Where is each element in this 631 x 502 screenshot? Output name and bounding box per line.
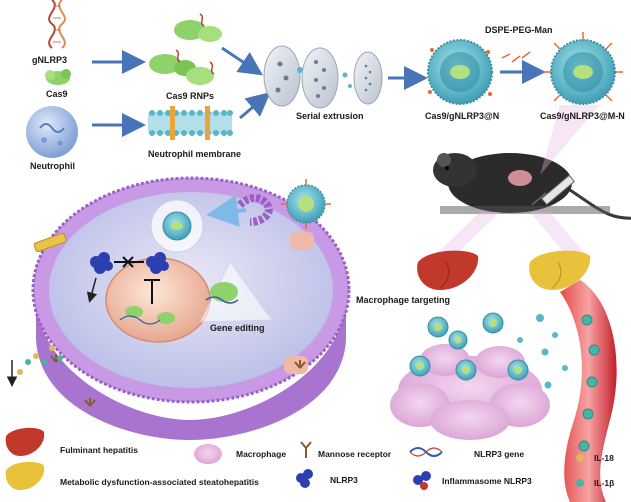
extrusion-discs-icon: [263, 45, 383, 109]
arrow-rnps-to-extrusion: [221, 46, 263, 76]
arrow-secretion: [86, 277, 98, 303]
liver-yellow-icon: [529, 250, 591, 290]
secreted-cytokines: [17, 345, 63, 375]
nanoparticle-mn-icon: [543, 32, 623, 105]
blood-vessel-icon: [560, 280, 617, 502]
nlrp3-cluster-left: [90, 252, 113, 274]
legend-liver-yellow-icon: [5, 461, 45, 490]
label-dspe-peg-man: DSPE-PEG-Man: [485, 25, 553, 35]
label-cas9-rnps: Cas9 RNPs: [166, 91, 215, 101]
legend-inflammasome-nlrp3: Inflammasome NLRP3: [442, 476, 532, 486]
cas9-protein-icon: [45, 69, 71, 85]
nlrp3-cluster-right: [146, 252, 169, 274]
legend-masld: Metabolic dysfunction-associated steatoh…: [60, 477, 259, 487]
legend-il1b-icon: [576, 479, 584, 487]
legend-il18-icon: [576, 454, 584, 462]
legend-mannose-receptor: Mannose receptor: [318, 449, 392, 459]
injection-beam: [540, 105, 600, 175]
label-cas9: Cas9: [46, 89, 68, 99]
peg-man-ligands-icon: [501, 51, 531, 63]
endocytosis-membrane: [237, 194, 273, 226]
legend-macrophage: Macrophage: [236, 449, 287, 459]
label-np-mn: Cas9/gNLRP3@M-N: [540, 111, 625, 121]
beam-left: [430, 212, 500, 260]
label-neutrophil: Neutrophil: [30, 161, 75, 171]
label-gnlrp3: gNLRP3: [32, 55, 68, 65]
arrow-membrane-to-extrusion: [239, 92, 271, 120]
legend-liver-red-icon: [5, 427, 45, 456]
nanoparticle-n-icon: [427, 39, 493, 105]
endosome-icon: [150, 199, 204, 253]
label-np-n: Cas9/gNLRP3@N: [425, 111, 500, 121]
label-neutrophil-membrane: Neutrophil membrane: [148, 149, 242, 159]
cas9-editing-icon: [205, 282, 239, 304]
dna-helix-icon: [48, 0, 66, 49]
label-macrophage-targeting: Macrophage targeting: [356, 295, 451, 305]
legend-nlrp3-icon: [296, 469, 313, 488]
free-nanoparticles: [517, 314, 568, 389]
legend-mannose-icon: [300, 441, 312, 458]
legend-il1b: IL-1β: [594, 478, 615, 488]
inhibition-t-icon: [144, 279, 160, 304]
targeting-nanoparticles: [409, 312, 529, 381]
label-serial-extrusion: Serial extrusion: [296, 111, 364, 121]
legend-macrophage-icon: [194, 444, 222, 464]
legend-nlrp3-gene: NLRP3 gene: [474, 449, 525, 459]
incoming-nanoparticle: [281, 179, 331, 229]
legend-il18: IL-18: [594, 453, 614, 463]
cas9-rnps-icon: [149, 13, 222, 85]
macrophage-cell: [31, 176, 351, 440]
neutrophil-icon: [26, 106, 78, 158]
membrane-channel-left: [33, 232, 67, 253]
legend-fulminant-hepatitis: Fulminant hepatitis: [60, 445, 138, 455]
beam-right: [530, 212, 590, 260]
legend-gene-icon: [409, 447, 443, 457]
liver-red-icon: [417, 250, 479, 290]
syringe-icon: [531, 174, 576, 206]
nucleus-cas9-icon: [119, 306, 175, 325]
mouse-icon: [433, 153, 631, 220]
arrow-uptake: [206, 195, 247, 227]
inhibition-x-icon: [114, 256, 144, 268]
legend-nlrp3: NLRP3: [330, 475, 358, 485]
label-gene-editing: Gene editing: [210, 323, 265, 333]
membrane-channel-right: [284, 232, 314, 374]
membrane-bilayer-icon: [148, 106, 233, 140]
legend-inflammasome-icon: [413, 471, 431, 490]
macrophage-cluster: [390, 344, 550, 440]
